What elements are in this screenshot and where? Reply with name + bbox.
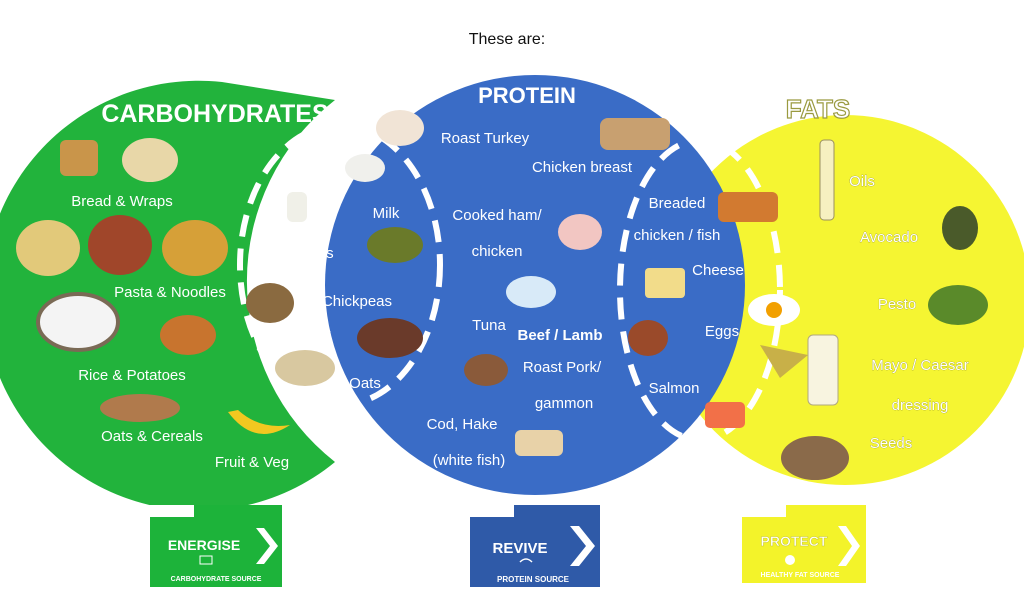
fat-item-mayo: Mayo / Caesar <box>871 357 969 374</box>
carb-item-rice: Rice & Potatoes <box>78 367 186 384</box>
pasta-sauce-image <box>88 215 152 275</box>
carb-protein-overlap-outline <box>237 122 443 408</box>
revive-sub: PROTEIN SOURCE <box>497 575 570 584</box>
chicken-breast-image <box>600 118 670 150</box>
carb-item-fruit: Fruit & Veg <box>215 454 289 471</box>
food-images <box>16 110 988 480</box>
overlap-item-oats: Oats <box>349 375 381 392</box>
overlap-item-yoghurt: Yoghurt <box>280 161 332 178</box>
protein-title: PROTEIN <box>478 83 576 108</box>
chevron-right-icon <box>838 526 860 566</box>
shield-icon <box>785 555 795 565</box>
protein-item-cooked-ham: Cooked ham/ <box>452 207 542 224</box>
avocado-image <box>942 206 978 250</box>
protein-item-roast-pork: Roast Pork/ <box>523 359 602 376</box>
protein-item-beef-lamb: Beef / Lamb <box>517 327 602 344</box>
ham-image <box>558 214 602 250</box>
protein-item-roast-turkey: Roast Turkey <box>441 130 530 147</box>
beef-image <box>464 354 508 386</box>
overlap-item-salmon: Salmon <box>649 380 700 397</box>
energise-badge: ENERGISE CARBOHYDRATE SOURCE <box>150 505 282 587</box>
oil-bottle-image <box>819 139 835 221</box>
overlap-item-chicken-fish: chicken / fish <box>634 227 721 244</box>
protein-item-tuna: Tuna <box>472 317 506 334</box>
turkey-image <box>376 110 424 146</box>
chickpea-bowl-image <box>246 283 294 323</box>
lentils-image <box>367 227 423 263</box>
pasta-image <box>16 220 80 276</box>
sausage-image <box>628 320 668 356</box>
carb-item-bread: Bread & Wraps <box>71 193 172 210</box>
protein-item-gammon: gammon <box>535 395 593 412</box>
revive-badge: REVIVE PROTEIN SOURCE <box>470 505 600 587</box>
overlap-item-milk: Milk <box>373 205 400 222</box>
overlap-item-breaded: Breaded <box>649 195 706 212</box>
protein-fat-overlap-outline <box>617 137 783 443</box>
fat-item-pesto: Pesto <box>878 296 916 313</box>
beans-image <box>357 318 423 358</box>
milk-image <box>287 192 307 222</box>
protect-badge: PROTECT HEALTHY FAT SOURCE <box>742 505 866 583</box>
mayo-jar-image <box>807 334 839 406</box>
wrap-image <box>122 138 178 182</box>
tuna-image <box>506 276 556 308</box>
carbohydrates-title: CARBOHYDRATES <box>101 100 328 128</box>
energise-sub: CARBOHYDRATE SOURCE <box>171 576 262 583</box>
protein-item-chicken: chicken <box>472 243 523 260</box>
protein-items: Roast Turkey Chicken breast Cooked ham/ … <box>427 130 633 469</box>
fat-item-seeds: Seeds <box>870 435 913 452</box>
chevron-right-icon <box>570 526 595 566</box>
fish-image <box>515 430 563 456</box>
fats-title: FATS <box>786 94 851 124</box>
fat-item-oils: Oils <box>849 173 875 190</box>
banana-image <box>228 410 290 434</box>
pesto-image <box>928 285 988 325</box>
breaded-chicken-image <box>718 192 778 222</box>
bread-image <box>60 140 98 176</box>
fat-item-avocado: Avocado <box>860 229 918 246</box>
overlap-item-lentils: Lentils <box>290 245 333 262</box>
protect-sub: HEALTHY FAT SOURCE <box>761 572 840 579</box>
salmon-image <box>705 402 745 428</box>
carbohydrates-items: Bread & Wraps Pasta & Noodles Rice & Pot… <box>71 193 289 471</box>
revive-label: REVIVE <box>492 540 547 557</box>
carb-item-oats: Oats & Cereals <box>101 428 203 445</box>
protein-item-white-fish: (white fish) <box>433 452 506 469</box>
protein-item-chicken-breast: Chicken breast <box>532 159 633 176</box>
battery-icon <box>199 555 213 565</box>
overlap-item-cheese: Cheese <box>692 262 744 279</box>
chevron-right-icon <box>256 528 278 564</box>
protect-label: PROTECT <box>761 533 828 549</box>
energise-label: ENERGISE <box>168 537 240 553</box>
protein-item-cod-hake: Cod, Hake <box>427 416 498 433</box>
overlap-item-eggs: Eggs <box>705 323 739 340</box>
seeds-image <box>781 436 849 480</box>
page-title: These are: <box>469 31 545 48</box>
carbohydrates-circle <box>0 80 335 511</box>
fat-item-dressing: dressing <box>892 397 949 414</box>
oats-bar-image <box>100 394 180 422</box>
carb-item-pasta: Pasta & Noodles <box>114 284 226 301</box>
protein-fat-overlap-items: Breaded chicken / fish Cheese Eggs Salmo… <box>634 195 744 397</box>
cheese-image <box>645 268 685 298</box>
quiche-image <box>760 345 808 378</box>
overlap-item-chickpeas: Chickpeas <box>322 293 392 310</box>
arm-icon <box>519 558 533 563</box>
yoghurt-image <box>345 154 385 182</box>
sweet-potato-image <box>160 315 216 355</box>
carb-protein-overlap-items: Yoghurt Milk Lentils Chickpeas Beans Oat… <box>280 161 399 392</box>
fats-items: Oils Avocado Pesto Mayo / Caesar dressin… <box>849 173 969 453</box>
rice-image <box>36 292 120 352</box>
overlap-item-beans: Beans <box>289 325 332 342</box>
oats-image <box>275 350 335 386</box>
egg-yolk <box>766 302 782 318</box>
noodles-image <box>162 220 228 276</box>
